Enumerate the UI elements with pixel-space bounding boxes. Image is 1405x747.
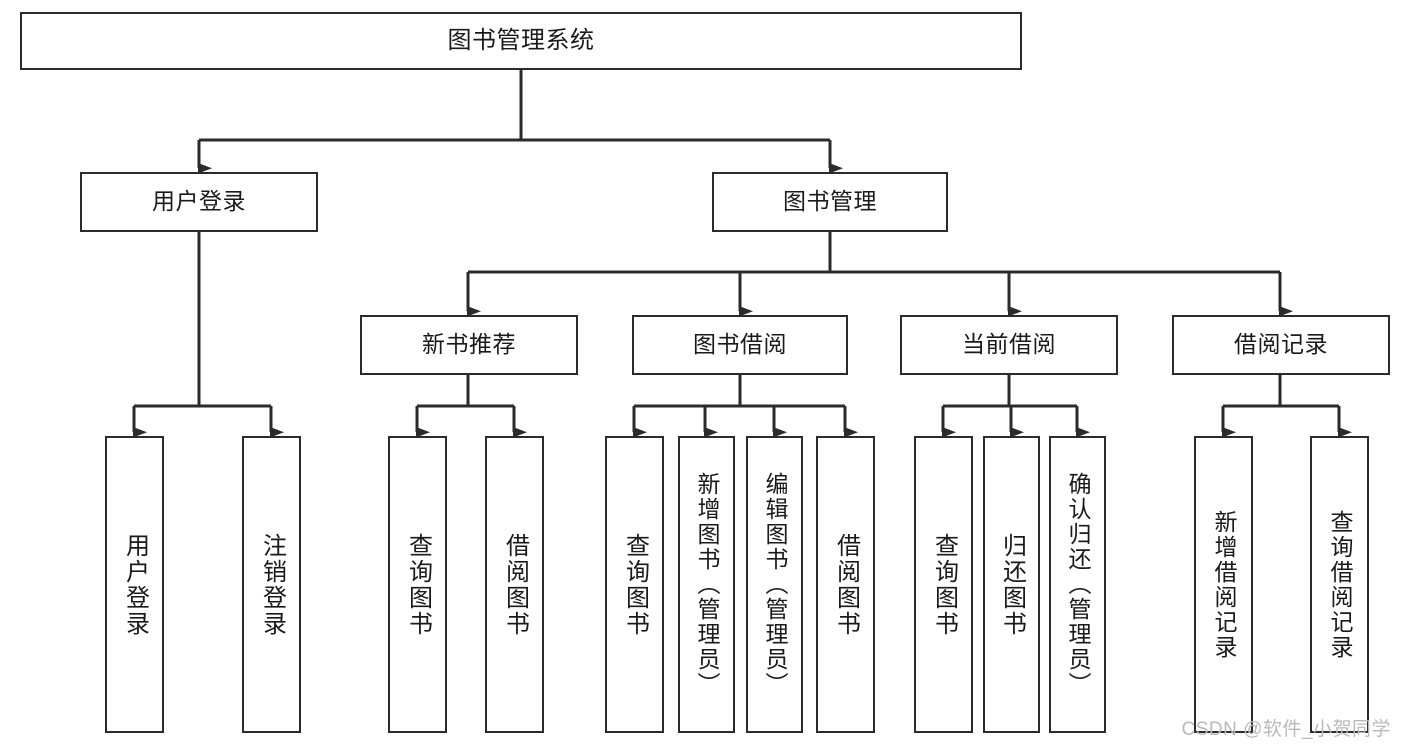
node-book-management[interactable]: 图书管理 <box>712 172 948 232</box>
leaf-add-borrow-record[interactable]: 新增借阅记录 <box>1194 436 1253 733</box>
node-label: 新书推荐 <box>422 331 516 358</box>
node-label: 查询图书 <box>621 532 649 637</box>
node-label: 查询图书 <box>404 532 432 637</box>
leaf-logout-login[interactable]: 注销登录 <box>242 436 301 733</box>
node-label: 新增借阅记录 <box>1211 509 1237 660</box>
node-label: 新增图书（管理员） <box>694 472 720 697</box>
leaf-query-book-current[interactable]: 查询图书 <box>914 436 973 733</box>
node-label: 图书借阅 <box>693 331 787 358</box>
node-current-borrow[interactable]: 当前借阅 <box>900 315 1118 375</box>
node-book-borrow[interactable]: 图书借阅 <box>632 315 848 375</box>
leaf-query-book-recommend[interactable]: 查询图书 <box>388 436 447 733</box>
node-label: 编辑图书（管理员） <box>762 472 788 697</box>
leaf-borrow-book[interactable]: 借阅图书 <box>816 436 875 733</box>
node-root-book-management-system[interactable]: 图书管理系统 <box>20 12 1022 70</box>
node-label: 借阅图书 <box>832 532 860 637</box>
leaf-edit-book-admin[interactable]: 编辑图书（管理员） <box>746 436 803 733</box>
leaf-borrow-book-recommend[interactable]: 借阅图书 <box>485 436 544 733</box>
node-label: 图书管理系统 <box>447 26 595 54</box>
leaf-return-book[interactable]: 归还图书 <box>983 436 1040 733</box>
leaf-query-book-borrow[interactable]: 查询图书 <box>605 436 664 733</box>
node-label: 查询图书 <box>930 532 958 637</box>
leaf-query-borrow-record[interactable]: 查询借阅记录 <box>1310 436 1369 733</box>
node-user-login[interactable]: 用户登录 <box>80 172 318 232</box>
node-label: 归还图书 <box>998 532 1026 637</box>
node-label: 图书管理 <box>783 188 877 215</box>
node-new-book-recommend[interactable]: 新书推荐 <box>360 315 578 375</box>
node-label: 用户登录 <box>121 532 149 637</box>
node-label: 确认归还（管理员） <box>1065 472 1091 697</box>
leaf-confirm-return-admin[interactable]: 确认归还（管理员） <box>1049 436 1106 733</box>
node-label: 借阅记录 <box>1234 331 1328 358</box>
leaf-user-login[interactable]: 用户登录 <box>105 436 164 733</box>
leaf-add-book-admin[interactable]: 新增图书（管理员） <box>678 436 735 733</box>
node-label: 借阅图书 <box>501 532 529 637</box>
csdn-watermark: CSDN @软件_小贺同学 <box>1181 719 1391 740</box>
node-label: 注销登录 <box>258 532 286 637</box>
node-label: 当前借阅 <box>962 331 1056 358</box>
node-borrow-record[interactable]: 借阅记录 <box>1172 315 1390 375</box>
node-label: 用户登录 <box>152 188 246 215</box>
node-label: 查询借阅记录 <box>1327 509 1353 660</box>
